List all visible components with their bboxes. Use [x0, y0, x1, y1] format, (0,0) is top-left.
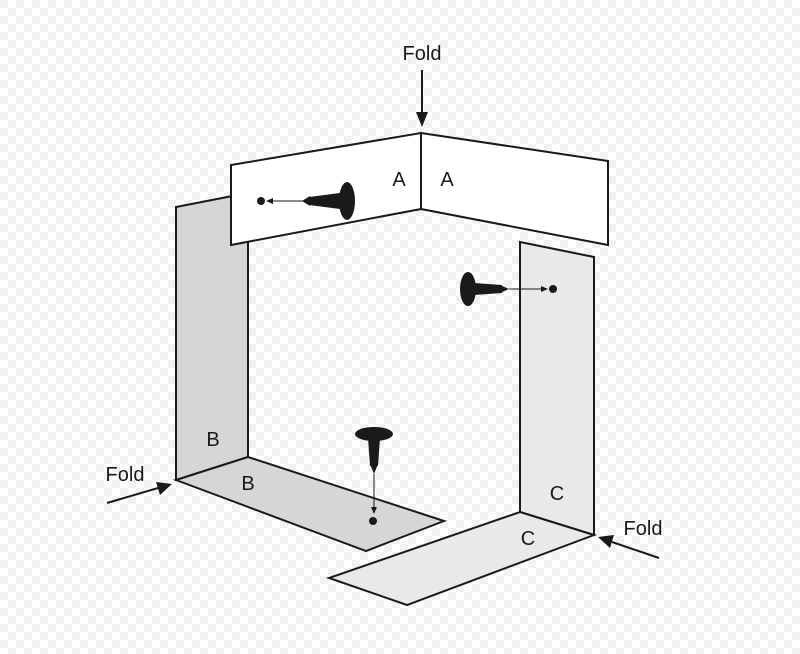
fold-arrow-top	[416, 70, 428, 127]
fold-label-top: Fold	[403, 43, 442, 65]
label-c-lower: C	[521, 528, 535, 550]
screw-top-icon	[257, 182, 355, 220]
fold-arrow-right	[598, 535, 660, 559]
fold-label-left: Fold	[106, 464, 145, 486]
fold-label-right: Fold	[624, 518, 663, 540]
label-b-upper: B	[206, 429, 219, 451]
panel-b-flange	[172, 455, 447, 553]
label-a-right: A	[440, 169, 454, 191]
screw-right-icon	[460, 272, 557, 306]
label-c-upper: C	[550, 483, 564, 505]
panel-c-flange	[325, 510, 598, 607]
screw-bottom-icon	[355, 427, 393, 525]
label-b-lower: B	[241, 473, 254, 495]
panel-a-right	[420, 131, 609, 247]
label-a-left: A	[392, 169, 406, 191]
fold-arrow-left	[106, 482, 172, 504]
